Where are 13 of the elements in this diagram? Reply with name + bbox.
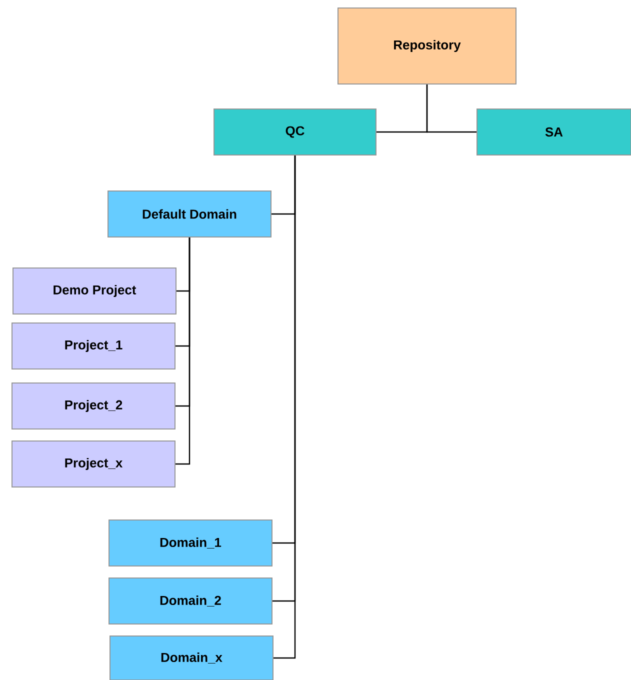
node-box: Project_2 (12, 382, 176, 430)
node-box: Domain_x (110, 636, 274, 680)
connector-line (176, 238, 190, 465)
node-box: Project_x (12, 440, 176, 488)
node-box: Demo Project (12, 268, 176, 314)
node-box: SA (476, 108, 631, 156)
node-box: Default Domain (108, 190, 272, 238)
node-box: QC (214, 108, 376, 156)
connector-line (426, 84, 476, 133)
node-box: Domain_1 (108, 520, 272, 566)
node-box: Domain_2 (108, 578, 272, 624)
node-box: Repository (338, 8, 516, 84)
node-box: Project_1 (12, 322, 176, 370)
